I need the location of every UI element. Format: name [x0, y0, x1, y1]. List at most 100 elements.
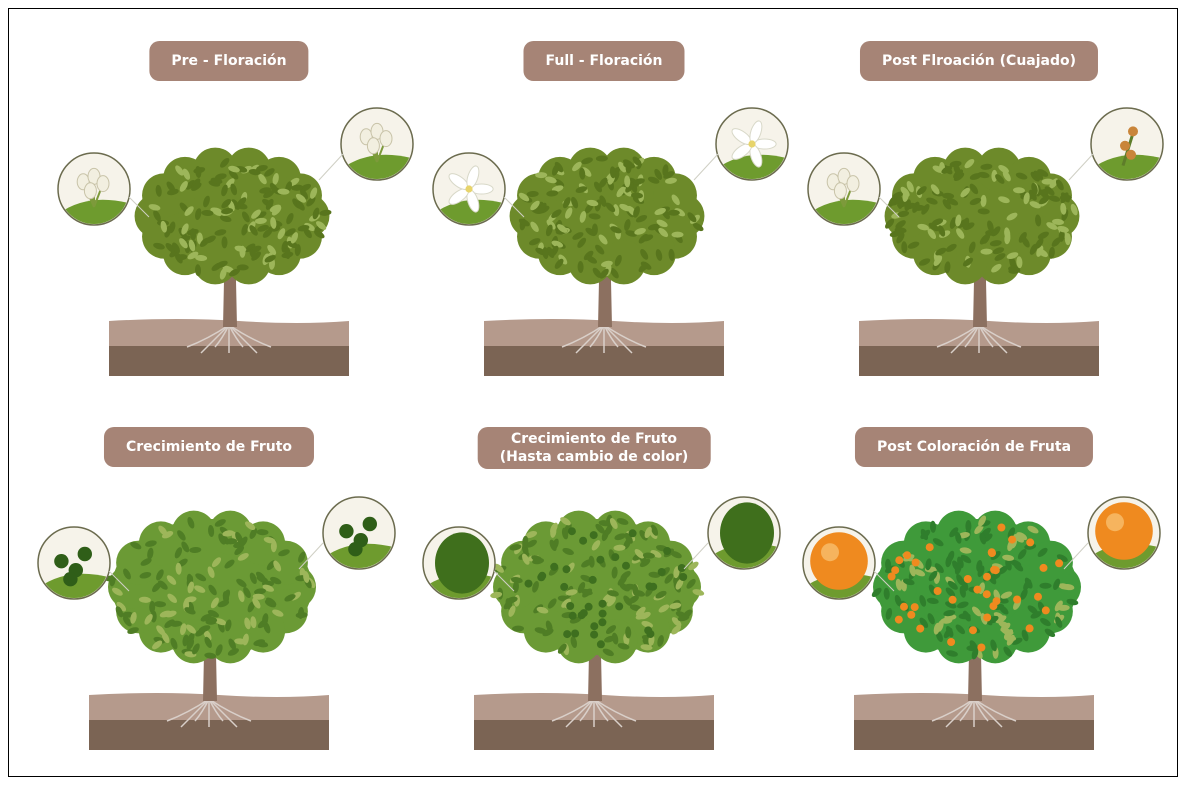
fruit-icon [615, 602, 623, 610]
fruit-icon [973, 586, 981, 594]
fruit-icon [580, 609, 588, 617]
fruit-icon [1126, 150, 1136, 160]
fruit-icon [949, 596, 957, 604]
fruit-icon [579, 537, 587, 545]
fruit-icon [679, 573, 687, 581]
tree-icon [135, 148, 332, 285]
flower-bud-icon [380, 131, 392, 147]
tree-icon [883, 148, 1079, 285]
fruit-icon [649, 583, 657, 591]
fruit-icon [569, 612, 577, 620]
fruit-icon [895, 556, 903, 564]
fruit-icon [599, 610, 607, 618]
fruit-icon [1042, 606, 1050, 614]
tree-illustration [29, 425, 389, 785]
small-fruit-set-detail [1091, 108, 1163, 180]
fruit-icon [538, 572, 546, 580]
fruit-icon [658, 568, 666, 576]
tree-illustration [799, 39, 1159, 399]
tree-icon [105, 511, 317, 664]
fruit-icon [563, 565, 571, 573]
fruit-icon [597, 640, 605, 648]
open-flower-large-detail [716, 108, 788, 180]
stage-pre-floracion: Pre - Floración [49, 39, 409, 399]
fruit-icon [566, 602, 574, 610]
fruit-icon [563, 630, 571, 638]
stage-full-floracion: Full - Floración [424, 39, 784, 399]
tree-icon [510, 148, 705, 285]
tree-illustration [49, 39, 409, 399]
fruit-icon [644, 626, 652, 634]
fruit-icon [934, 587, 942, 595]
open-flower-detail [433, 153, 505, 225]
flower-bud-icon [847, 176, 859, 192]
infographic-frame: Pre - Floración Full - Floración Post Fl… [8, 8, 1178, 777]
tree-illustration [414, 425, 774, 785]
fruit-icon [589, 576, 597, 584]
fruit-icon [988, 548, 996, 556]
fruit-icon [363, 517, 377, 531]
fruit-icon [983, 590, 991, 598]
fruit-icon [590, 531, 598, 539]
fruit-icon [348, 542, 362, 556]
orange-fruit-detail [1088, 497, 1160, 569]
fruit-icon [54, 554, 68, 568]
fruit-icon [1040, 564, 1048, 572]
green-berries-detail [38, 527, 110, 599]
fruit-icon [590, 631, 598, 639]
fruit-icon [550, 563, 558, 571]
fruit-icon [810, 532, 868, 590]
callout-line [694, 154, 718, 180]
fruit-icon [435, 532, 489, 593]
fruit-icon [585, 603, 593, 611]
fruit-icon [888, 573, 896, 581]
fruit-icon [1026, 624, 1034, 632]
fruit-icon [720, 502, 774, 563]
stage-crecimiento-hasta-color: Crecimiento de Fruto (Hasta cambio de co… [414, 425, 774, 785]
fruit-icon [969, 626, 977, 634]
callout-line [1069, 154, 1093, 180]
fruit-icon [911, 603, 919, 611]
fruit-icon [663, 547, 671, 555]
fruit-icon [568, 527, 576, 535]
stage-crecimiento-fruto: Crecimiento de Fruto [29, 425, 389, 785]
fruit-icon [997, 524, 1005, 532]
fruit-icon [912, 559, 920, 567]
green-fruit-detail [423, 527, 495, 599]
fruit-icon [916, 625, 924, 633]
fruit-icon [903, 551, 911, 559]
fruit-icon [900, 603, 908, 611]
fruit-icon [571, 630, 579, 638]
tree-icon [490, 511, 705, 664]
stage-post-floracion: Post Flroación (Cuajado) [799, 39, 1159, 399]
fruit-icon [78, 547, 92, 561]
fruit-icon [622, 562, 630, 570]
fruit-icon [63, 572, 77, 586]
fruit-icon [1013, 596, 1021, 604]
fruit-icon [598, 618, 606, 626]
stamens-detail [808, 153, 880, 225]
orange-fruit-detail [803, 527, 875, 599]
fruit-icon [947, 638, 955, 646]
stage-post-coloracion: Post Coloración de Fruta [794, 425, 1154, 785]
fruit-icon [907, 611, 915, 619]
flower-bud-icon [97, 176, 109, 192]
fruit-icon [1120, 141, 1130, 151]
green-berries-large-detail [323, 497, 395, 569]
fruit-icon [1095, 502, 1153, 560]
fruit-icon [926, 543, 934, 551]
fruit-icon [983, 573, 991, 581]
closed-bud-detail [341, 108, 413, 180]
fruit-icon [977, 644, 985, 652]
fruit-icon [1026, 538, 1034, 546]
fruit-icon [590, 622, 598, 630]
fruit-icon [983, 614, 991, 622]
fruit-icon [895, 616, 903, 624]
callout-line [319, 154, 343, 180]
fruit-icon [964, 575, 972, 583]
flower-bud-icon [834, 183, 846, 199]
flower-bud-icon [367, 138, 379, 154]
tree-illustration [424, 39, 784, 399]
flower-bud-icon [84, 183, 96, 199]
fruit-icon [1128, 126, 1138, 136]
